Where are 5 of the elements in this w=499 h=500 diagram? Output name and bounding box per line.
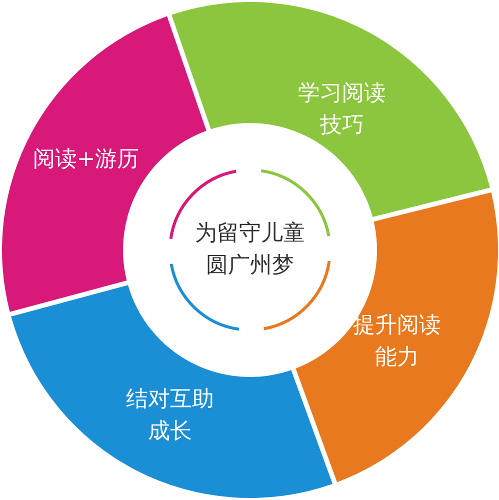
segment-label: 结对互助成长 xyxy=(125,386,215,446)
center-label: 为留守儿童圆广州梦 xyxy=(194,220,306,280)
segment-label: 提升阅读能力 xyxy=(352,312,442,372)
segment-label: 阅读+游历 xyxy=(32,146,140,174)
segment-label: 学习阅读技巧 xyxy=(297,80,387,140)
